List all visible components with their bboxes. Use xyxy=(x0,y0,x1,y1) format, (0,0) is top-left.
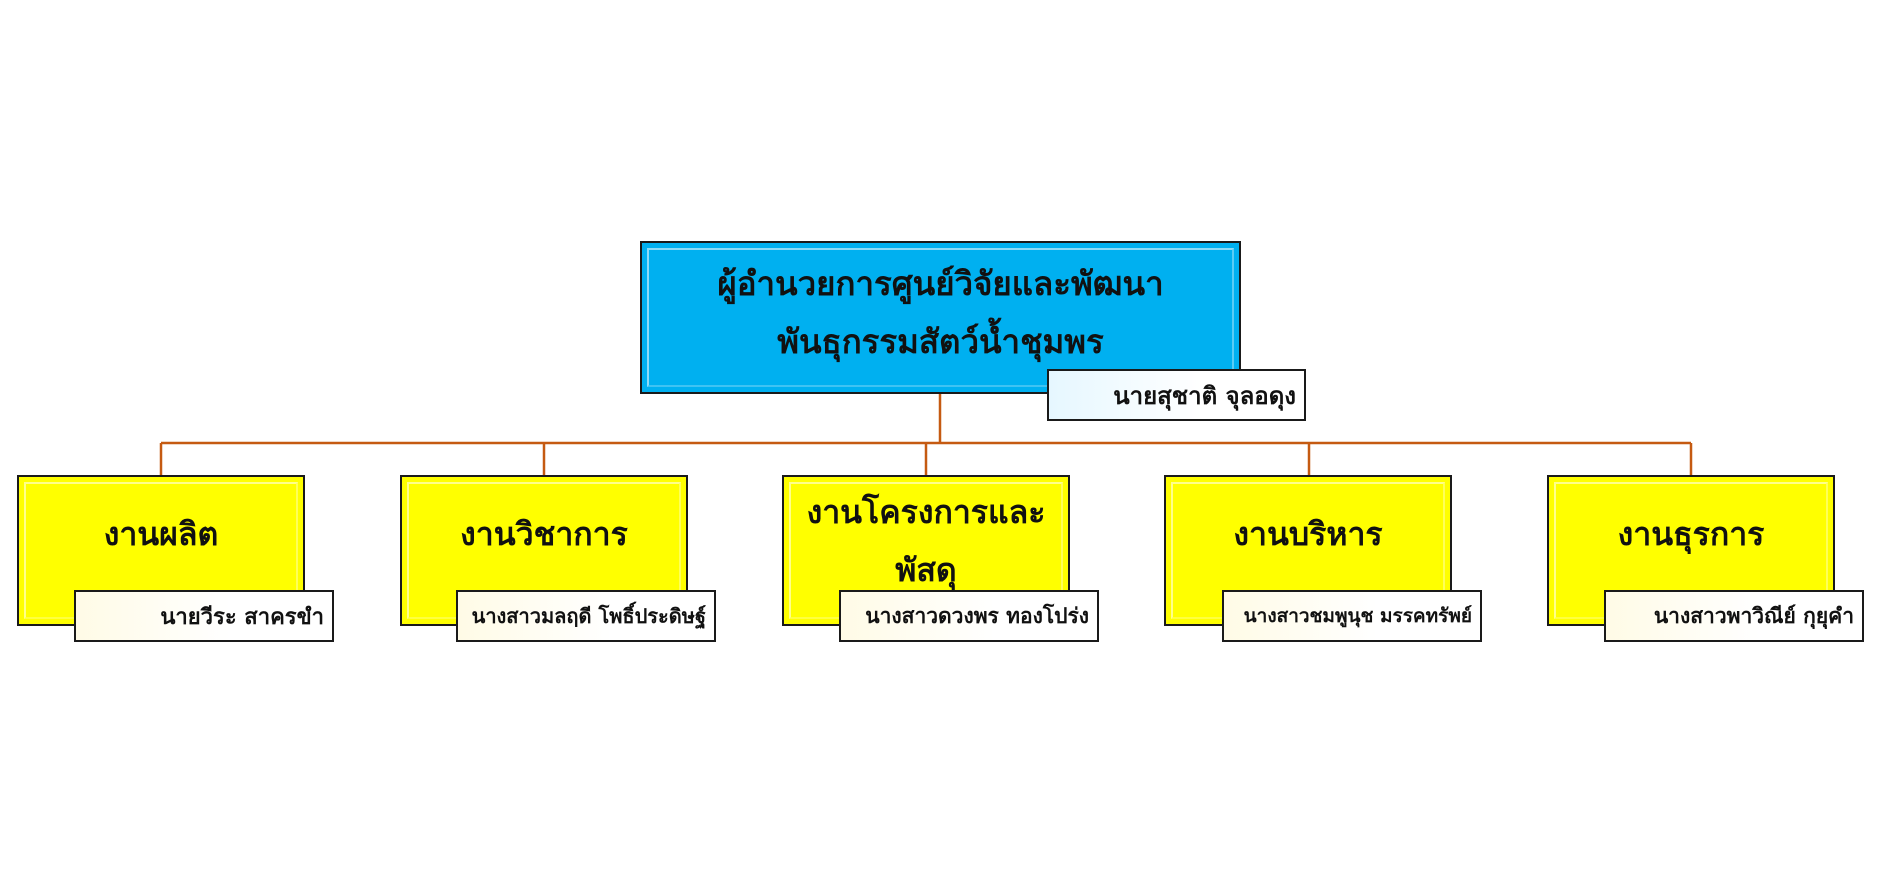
department-title: งานธุรการ xyxy=(1618,503,1765,565)
director-title: ผู้อำนวยการศูนย์วิจัยและพัฒนา พันธุกรรมส… xyxy=(717,255,1163,371)
department-person-general-affairs: นางสาวพาวิณีย์ กุยุคำ xyxy=(1604,590,1864,642)
department-title-line1: งานผลิต xyxy=(103,514,219,553)
director-box: ผู้อำนวยการศูนย์วิจัยและพัฒนา พันธุกรรมส… xyxy=(640,241,1241,394)
department-person-academic: นางสาวมลฤดี โพธิ์ประดิษฐ์ xyxy=(456,590,716,642)
department-person-production: นายวีระ สาครขำ xyxy=(74,590,334,642)
department-title-line1: งานบริหาร xyxy=(1233,514,1383,553)
department-person-administration: นางสาวชมพูนุช มรรคทรัพย์ xyxy=(1222,590,1482,642)
department-title: งานบริหาร xyxy=(1233,503,1382,565)
department-title-line2: พัสดุ xyxy=(895,550,957,589)
director-title-line1: ผู้อำนวยการศูนย์วิจัยและพัฒนา xyxy=(717,263,1164,303)
director-title-line2: พันธุกรรมสัตว์น้ำชุมพร xyxy=(777,321,1104,361)
department-title-line1: งานโครงการและ xyxy=(806,492,1046,531)
director-name-label: นายสุชาติ จุลอดุง xyxy=(1047,369,1306,421)
department-title-line1: งานธุรการ xyxy=(1617,514,1765,553)
department-title: งานวิชาการ xyxy=(460,503,628,565)
department-person-projects-supplies: นางสาวดวงพร ทองโปร่ง xyxy=(839,590,1099,642)
department-title-line1: งานวิชาการ xyxy=(460,514,628,553)
department-title: งานโครงการและ พัสดุ xyxy=(807,483,1046,599)
department-title: งานผลิต xyxy=(104,503,219,565)
